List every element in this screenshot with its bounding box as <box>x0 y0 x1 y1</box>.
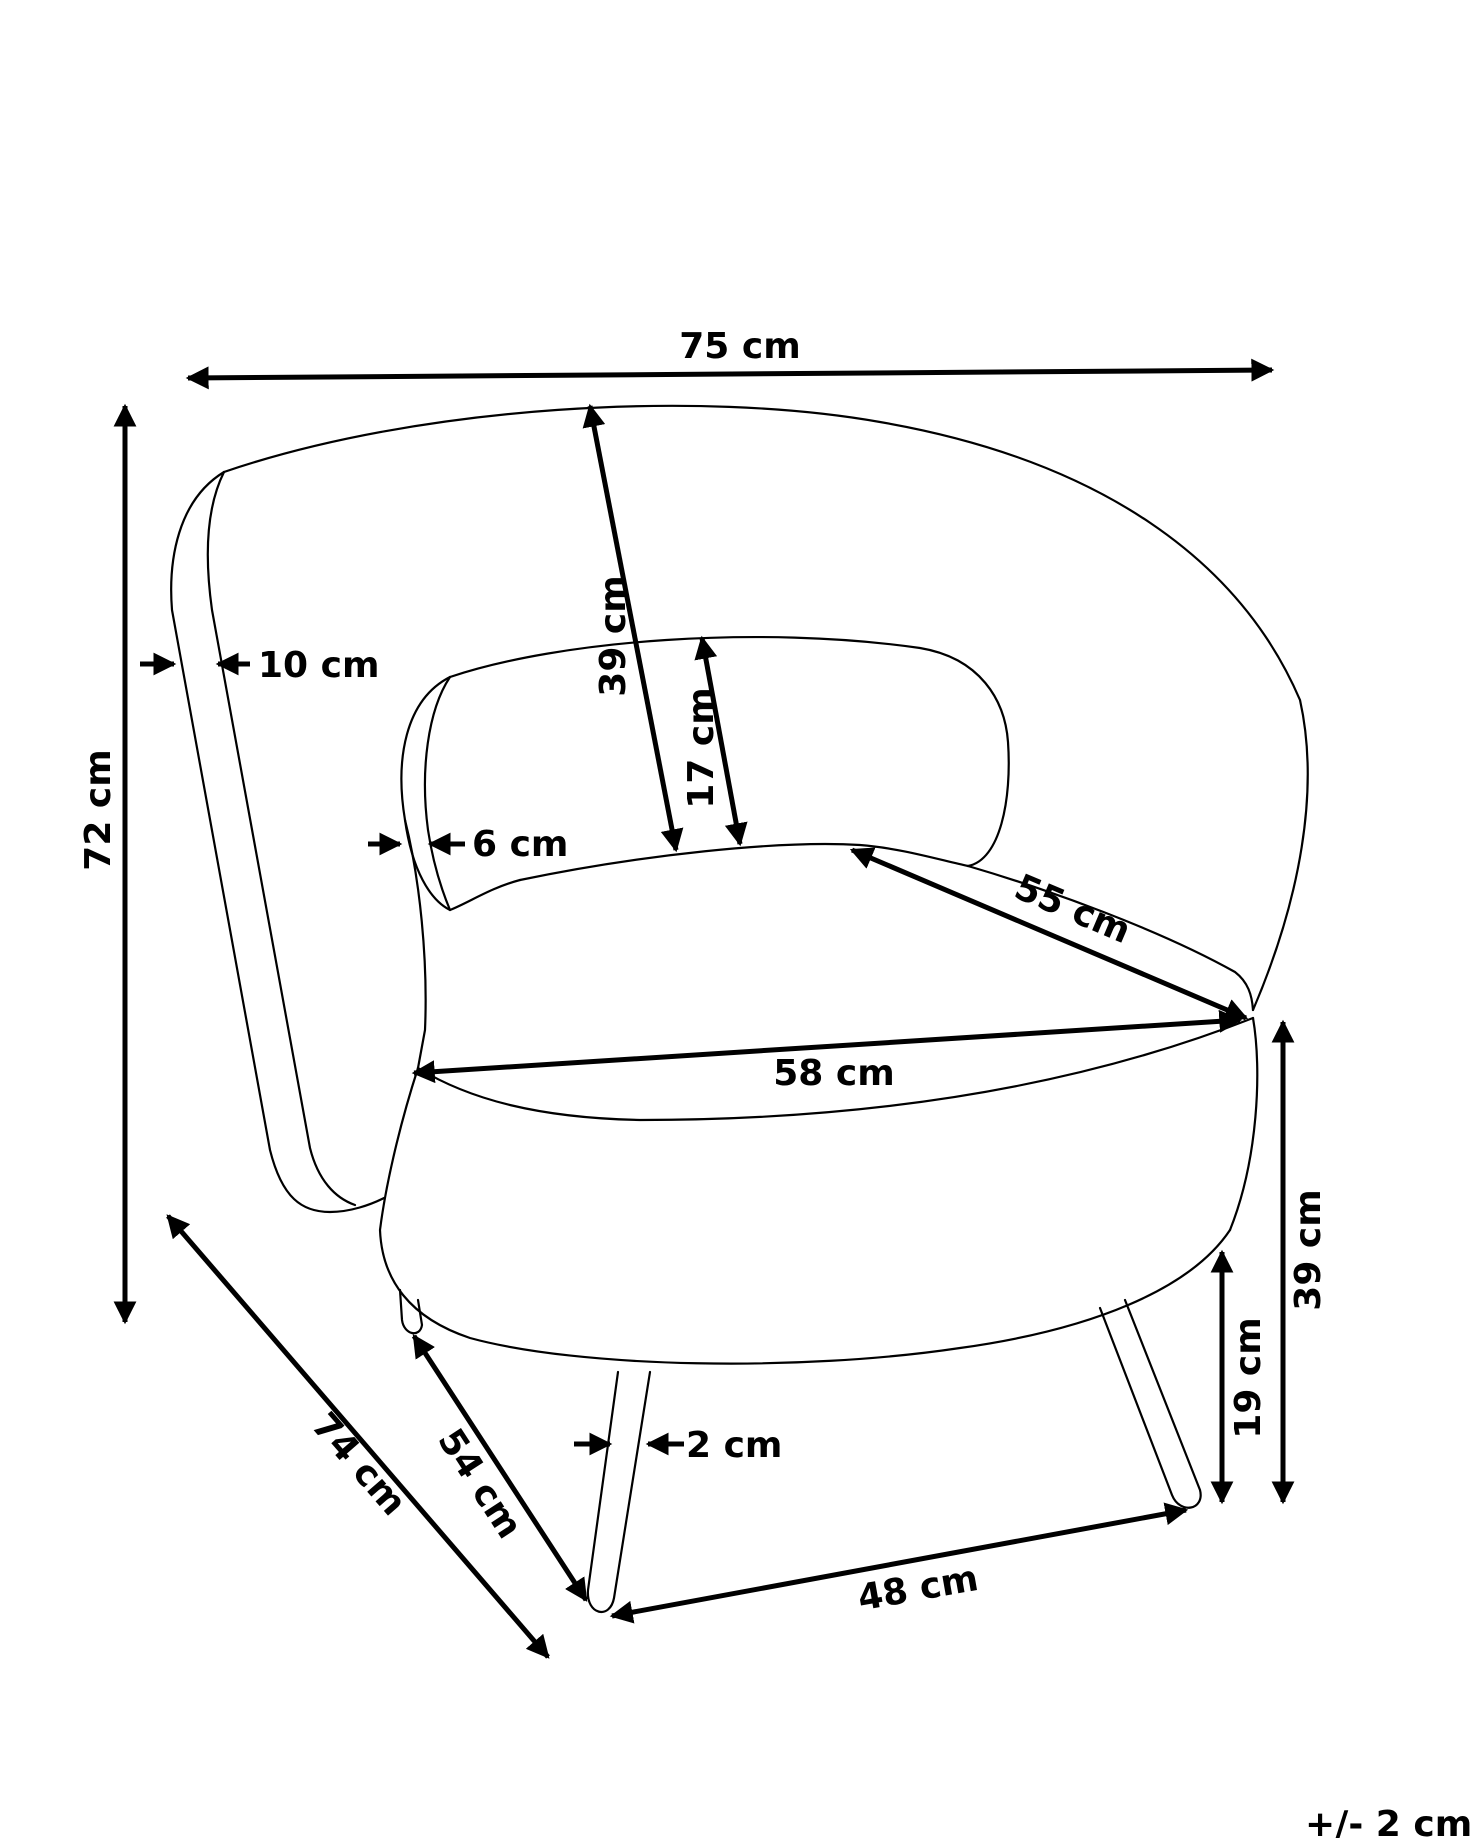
leg-span-depth-line <box>411 1334 589 1602</box>
overall-width-label: 75 cm <box>679 326 800 367</box>
right-leg <box>1098 1298 1202 1509</box>
seat-width-line <box>411 1009 1243 1084</box>
backrest-inner-height-label: 17 cm <box>681 687 722 808</box>
back-shell-outline <box>222 404 1309 1012</box>
left-inner-wall <box>403 818 427 1070</box>
seat-cushion-right <box>1228 1016 1259 1232</box>
backrest-inner-height-line <box>694 635 748 847</box>
seat-height-label: 39 cm <box>1288 1189 1329 1310</box>
backrest-height-line <box>582 403 684 853</box>
inner-arm-cushion <box>400 675 522 912</box>
overall-width-line <box>185 358 1275 390</box>
backrest-height-label: 39 cm <box>593 575 634 696</box>
dimension-labels: 75 cm 72 cm 39 cm 17 cm 10 cm 6 cm 55 cm… <box>78 326 1470 1843</box>
seat-depth-label: 55 cm <box>1009 867 1137 952</box>
dimension-lines <box>113 358 1295 1659</box>
leg-span-width-line <box>609 1502 1189 1624</box>
seat-back-edge <box>518 842 970 882</box>
leg-thickness-label: 2 cm <box>686 1425 782 1466</box>
left-arm-inner-edge <box>206 470 357 1207</box>
overall-depth-label: 74 cm <box>303 1405 414 1524</box>
leg-height-label: 19 cm <box>1228 1317 1269 1438</box>
tolerance-label: +/- 2 cm <box>1305 1804 1470 1838</box>
seat-width-label: 58 cm <box>773 1053 894 1094</box>
inner-arm-cushion-edge <box>423 675 452 912</box>
front-leg <box>586 1370 652 1614</box>
left-arm-outer-edge <box>170 470 386 1214</box>
seat-depth-line <box>849 847 1249 1021</box>
overall-height-label: 72 cm <box>78 749 119 870</box>
inner-armrest-thickness-label: 6 cm <box>472 824 568 865</box>
seat-base-outline <box>378 1066 1232 1365</box>
armrest-thickness-label: 10 cm <box>258 645 379 686</box>
